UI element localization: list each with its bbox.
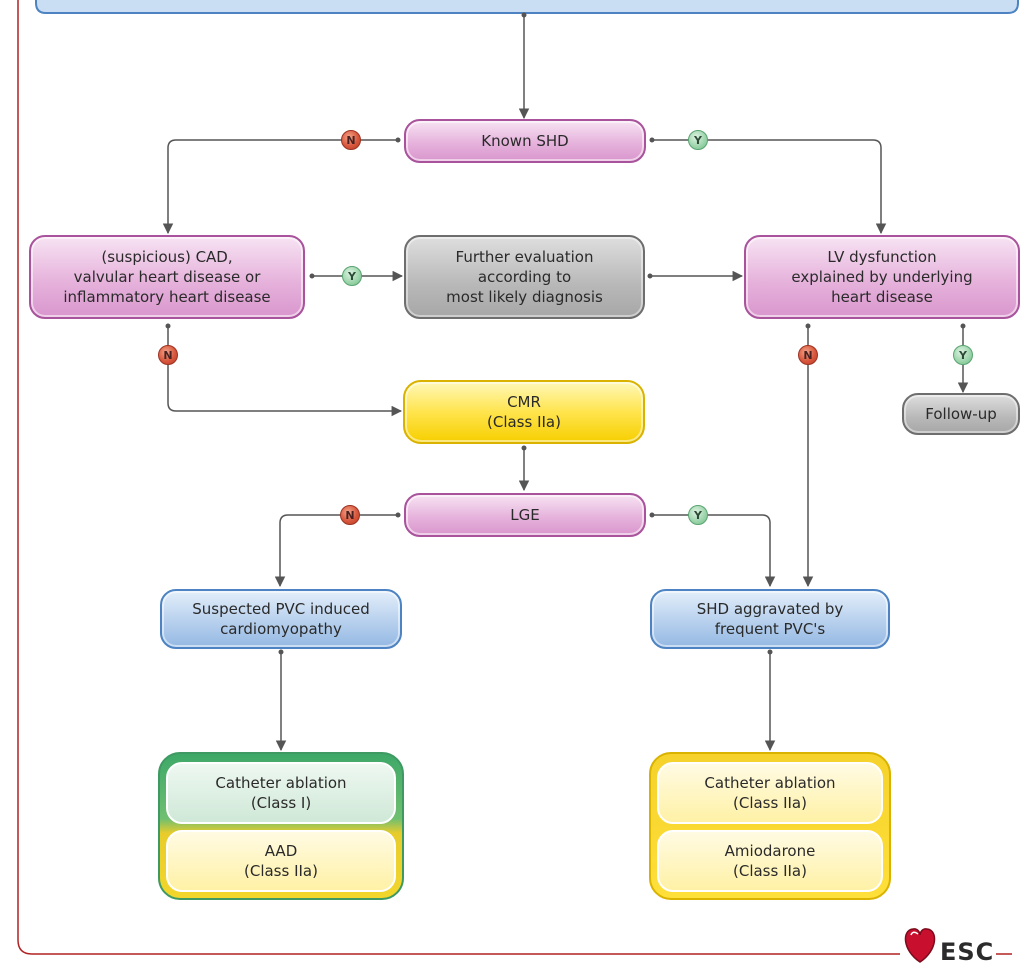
cmr-node: CMR (Class IIa): [403, 380, 645, 444]
suspected-pvc-node: Suspected PVC induced cardiomyopathy: [160, 589, 402, 649]
right-therapy-top-line-1: Catheter ablation: [704, 774, 836, 792]
suspicious-cad-line-3: inflammatory heart disease: [63, 288, 271, 306]
left-therapy-bottom-line-1: AAD: [264, 842, 298, 860]
esc-heart-icon: [904, 928, 936, 963]
suspected-pvc-line-1: Suspected PVC induced: [192, 600, 370, 618]
left-therapy-catheter-ablation: Catheter ablation (Class I): [166, 762, 396, 824]
cmr-line-1: CMR: [507, 393, 541, 411]
suspicious-cad-line-2: valvular heart disease or: [73, 268, 261, 286]
lge-no-badge: N: [340, 505, 360, 525]
esc-logo-text: ESC: [940, 938, 995, 966]
suspicious-cad-no-badge: N: [158, 345, 178, 365]
suspected-pvc-line-2: cardiomyopathy: [220, 620, 342, 638]
lv-dysfunction-line-1: LV dysfunction: [827, 248, 937, 266]
known-shd-yes-badge: Y: [688, 130, 708, 150]
right-therapy-top-line-2: (Class IIa): [733, 794, 807, 812]
connector-dots: [165, 12, 966, 655]
suspicious-cad-node: (suspicious) CAD, valvular heart disease…: [29, 235, 305, 319]
further-evaluation-line-1: Further evaluation: [455, 248, 594, 266]
further-evaluation-line-2: according to: [477, 268, 572, 286]
follow-up-label: Follow-up: [925, 405, 997, 423]
lge-yes-badge: Y: [688, 505, 708, 525]
right-therapy-catheter-ablation: Catheter ablation (Class IIa): [657, 762, 883, 824]
right-therapy-bottom-line-1: Amiodarone: [724, 842, 816, 860]
cmr-line-2: (Class IIa): [487, 413, 561, 431]
known-shd-no-badge: N: [341, 130, 361, 150]
shd-aggravated-line-2: frequent PVC's: [714, 620, 826, 638]
lge-node: LGE: [404, 493, 646, 537]
suspicious-cad-line-1: (suspicious) CAD,: [101, 248, 233, 266]
lv-dysfunction-no-badge: N: [798, 345, 818, 365]
right-therapy-group: Catheter ablation (Class IIa) Amiodarone…: [649, 752, 891, 900]
lv-dysfunction-line-2: explained by underlying: [791, 268, 973, 286]
known-shd-node: Known SHD: [404, 119, 646, 163]
top-box-edge: [35, 0, 1019, 14]
left-therapy-top-line-1: Catheter ablation: [215, 774, 347, 792]
lv-dysfunction-yes-badge: Y: [953, 345, 973, 365]
lge-label: LGE: [510, 506, 540, 524]
left-therapy-group: Catheter ablation (Class I) AAD (Class I…: [158, 752, 404, 900]
lv-dysfunction-node: LV dysfunction explained by underlying h…: [744, 235, 1020, 319]
lv-dysfunction-line-3: heart disease: [831, 288, 933, 306]
right-therapy-bottom-line-2: (Class IIa): [733, 862, 807, 880]
suspicious-cad-yes-badge: Y: [342, 266, 362, 286]
left-therapy-aad: AAD (Class IIa): [166, 830, 396, 892]
right-therapy-amiodarone: Amiodarone (Class IIa): [657, 830, 883, 892]
follow-up-node: Follow-up: [902, 393, 1020, 435]
shd-aggravated-node: SHD aggravated by frequent PVC's: [650, 589, 890, 649]
further-evaluation-node: Further evaluation according to most lik…: [404, 235, 645, 319]
shd-aggravated-line-1: SHD aggravated by: [696, 600, 844, 618]
known-shd-label: Known SHD: [481, 132, 569, 150]
further-evaluation-line-3: most likely diagnosis: [446, 288, 603, 306]
left-therapy-top-line-2: (Class I): [250, 794, 312, 812]
left-therapy-bottom-line-2: (Class IIa): [244, 862, 318, 880]
outer-frame: [17, 0, 900, 955]
